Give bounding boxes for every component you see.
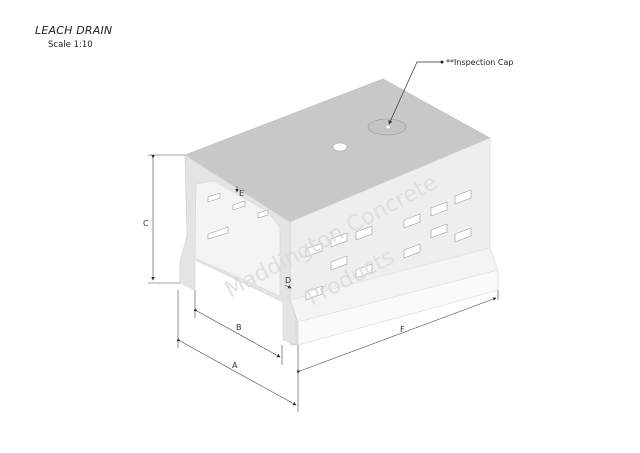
dimension-d-label: D — [285, 276, 291, 285]
drawing-title: LEACH DRAIN — [35, 24, 113, 37]
dimension-d — [284, 284, 292, 289]
dimension-c — [148, 154, 185, 284]
dimension-b-label: B — [236, 323, 242, 332]
dimension-f — [296, 290, 499, 374]
end-face-opening — [194, 180, 281, 297]
dimension-a — [176, 290, 299, 412]
dimension-a-label: A — [232, 361, 238, 370]
dimension-e-label: E — [239, 189, 244, 198]
lifting-hole — [332, 142, 348, 152]
callout-leader — [388, 61, 442, 125]
dimension-c-label: C — [143, 219, 149, 228]
inner-slots — [207, 192, 269, 240]
side-slots — [305, 189, 472, 301]
drawing-scale: Scale 1:10 — [48, 40, 93, 50]
callout-inspection-cap: **Inspection Cap — [446, 58, 513, 67]
dimension-f-label: F — [400, 325, 405, 334]
